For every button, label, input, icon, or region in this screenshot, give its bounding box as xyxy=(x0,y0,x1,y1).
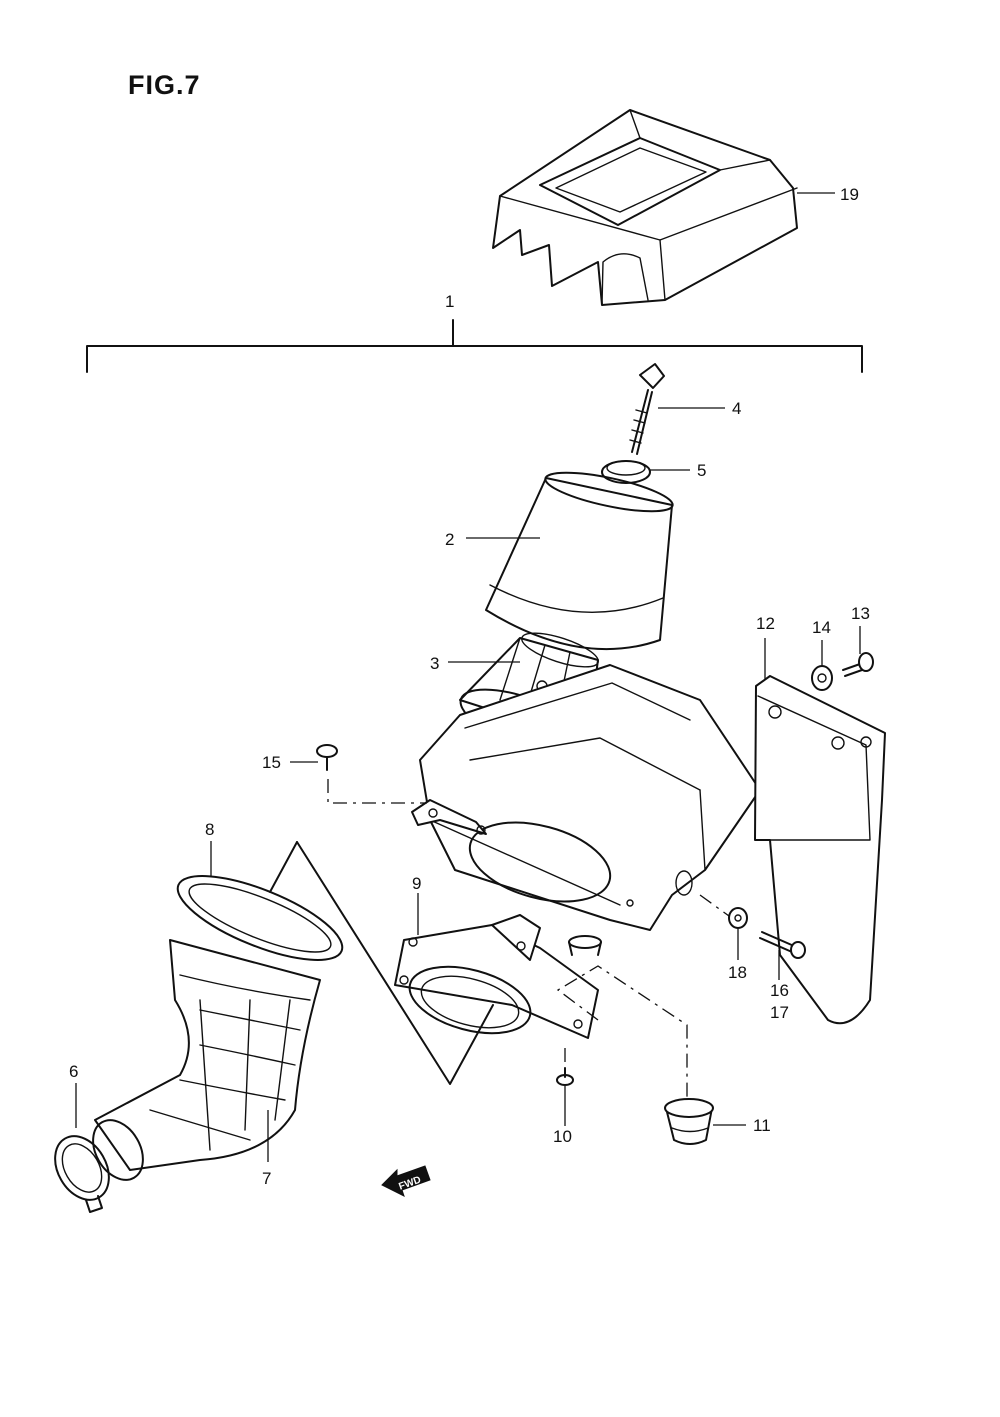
part-18-washer xyxy=(728,907,748,929)
part-7-intake-boot xyxy=(94,939,321,1171)
callout-4: 4 xyxy=(732,399,741,418)
callout-11: 11 xyxy=(753,1116,771,1135)
callout-19: 19 xyxy=(840,185,859,204)
air-box-body xyxy=(411,664,761,956)
leader-lines xyxy=(75,192,861,1162)
callout-13: 13 xyxy=(851,604,870,623)
callout-7: 7 xyxy=(262,1169,271,1188)
part-16-bolt xyxy=(759,931,806,959)
part-11-grommet xyxy=(664,1098,714,1145)
callout-3: 3 xyxy=(430,654,439,673)
part-5-ring xyxy=(601,460,651,484)
fwd-arrow-icon: FWD xyxy=(381,1165,431,1197)
part-19-cover xyxy=(492,109,798,306)
callout-12: 12 xyxy=(756,614,775,633)
callout-18: 18 xyxy=(728,963,747,982)
part-15-screw xyxy=(316,744,338,771)
callouts: 1 2 3 4 5 6 7 8 9 10 11 12 13 14 15 16 1… xyxy=(69,185,870,1188)
callout-14: 14 xyxy=(812,618,831,637)
callout-8: 8 xyxy=(205,820,214,839)
callout-5: 5 xyxy=(697,461,706,480)
part-9-adapter xyxy=(394,914,599,1039)
callout-6: 6 xyxy=(69,1062,78,1081)
callout-9: 9 xyxy=(412,874,421,893)
part-12-side-plate xyxy=(754,675,886,1025)
assembly-lines xyxy=(269,779,730,1098)
figure-title: FIG.7 xyxy=(128,70,201,100)
part-13-bolt xyxy=(842,652,874,677)
callout-15: 15 xyxy=(262,753,281,772)
callout-2: 2 xyxy=(445,530,454,549)
callout-17: 17 xyxy=(770,1003,789,1022)
part-4-wing-bolt xyxy=(629,363,665,455)
callout-16: 16 xyxy=(770,981,789,1000)
part-6-clamp xyxy=(54,1119,144,1213)
callout-10: 10 xyxy=(553,1127,572,1146)
part-14-nut xyxy=(811,665,833,691)
callout-1: 1 xyxy=(445,292,454,311)
part-2-filter-element xyxy=(485,471,674,651)
part-10-screw xyxy=(556,1067,574,1086)
bracket-1 xyxy=(86,319,863,373)
